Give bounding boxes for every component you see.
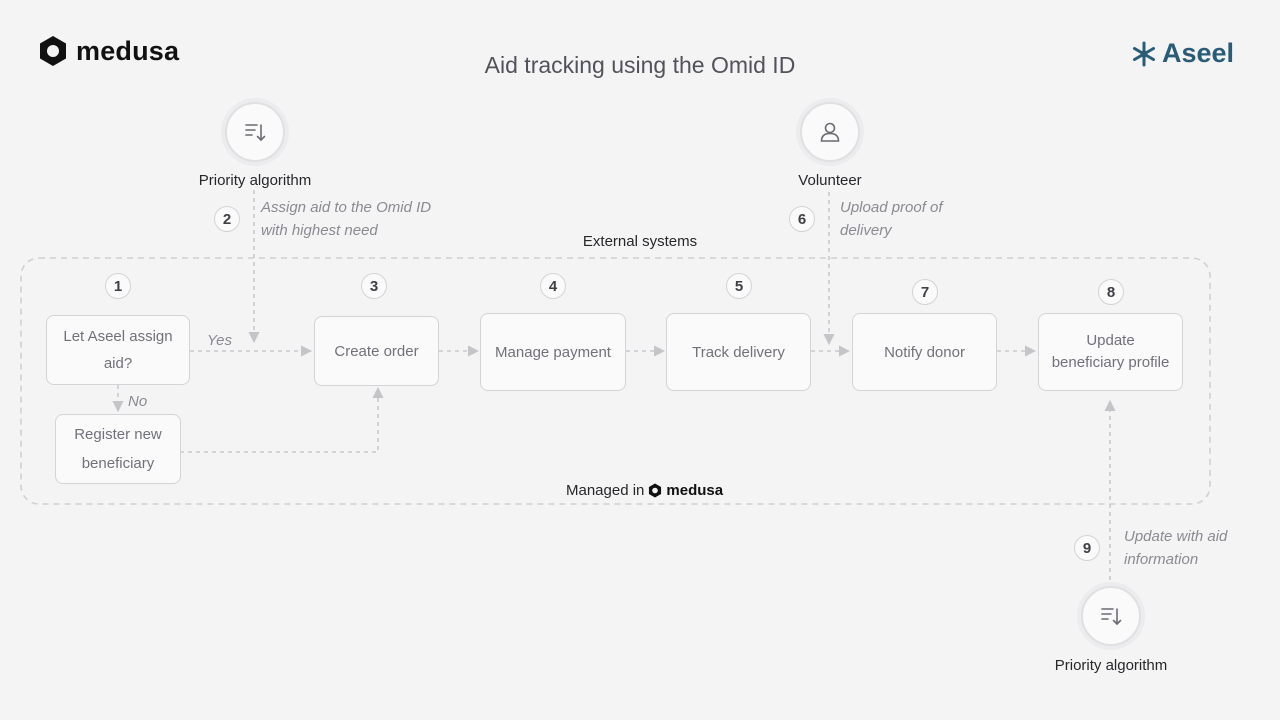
step-number-3: 3 [361,273,387,299]
step-number-8: 8 [1098,279,1124,305]
let-aseel-assign-line2: aid? [103,355,133,372]
step-number-6: 6 [789,206,815,232]
aseel-brand: Aseel [1130,38,1234,69]
no-label: No [128,393,148,410]
create-order-box[interactable]: Create order [314,316,439,386]
medusa-brand: medusa [38,35,179,67]
step-number-7: 7 [912,279,938,305]
register-beneficiary-box[interactable]: Register new beneficiary [55,414,181,484]
update-aid-info-note: Update with aid information [1124,525,1227,571]
assign-aid-note-line1: Assign aid to the Omid ID [261,199,432,216]
managed-in-text: Managed in [566,482,645,499]
medusa-wordmark: medusa [76,35,180,66]
snowflake-icon [1133,41,1155,66]
assign-aid-note-line2: with highest need [261,222,378,239]
hexagon-icon [649,483,662,498]
hexagon-icon [40,36,66,66]
volunteer-node [800,102,860,162]
yes-label: Yes [207,332,233,349]
upload-proof-note-line2: delivery [840,222,892,239]
sort-descending-icon [1101,608,1122,626]
step-number-5: 5 [726,273,752,299]
update-aid-info-line2: information [1124,551,1199,568]
step-number-4: 4 [540,273,566,299]
external-systems-label: External systems [582,233,698,250]
managed-region [20,257,1211,505]
upload-proof-note-line1: Upload proof of [840,199,943,216]
step-number-1: 1 [105,273,131,299]
let-aseel-assign-line1: Let Aseel assign [63,328,173,345]
step-number-2: 2 [214,206,240,232]
managed-in-label: Managed in medusa [566,482,723,499]
update-beneficiary-line2: beneficiary profile [1051,354,1170,371]
manage-payment-box[interactable]: Manage payment [480,313,626,391]
let-aseel-assign-box[interactable]: Let Aseel assign aid? [46,315,190,385]
update-beneficiary-profile-box[interactable]: Update beneficiary profile [1038,313,1183,391]
upload-proof-note: Upload proof of delivery [840,196,943,242]
priority-algorithm-bottom-node [1081,586,1141,646]
volunteer-label: Volunteer [798,172,862,189]
update-beneficiary-line1: Update [1086,332,1135,349]
managed-in-brand: medusa [666,482,724,499]
priority-algorithm-top-node [225,102,285,162]
sort-descending-icon [245,124,266,142]
page-title: Aid tracking using the Omid ID [484,52,796,78]
register-beneficiary-line2: beneficiary [81,455,155,472]
step-number-9: 9 [1074,535,1100,561]
aseel-wordmark: Aseel [1162,38,1235,68]
priority-algorithm-bottom-label: Priority algorithm [1054,657,1168,674]
priority-algorithm-top-label: Priority algorithm [198,172,312,189]
notify-donor-box[interactable]: Notify donor [852,313,997,391]
track-delivery-box[interactable]: Track delivery [666,313,811,391]
user-icon [820,122,840,142]
register-beneficiary-line1: Register new [74,426,162,443]
assign-aid-note: Assign aid to the Omid ID with highest n… [261,196,431,242]
update-aid-info-line1: Update with aid [1124,528,1228,545]
